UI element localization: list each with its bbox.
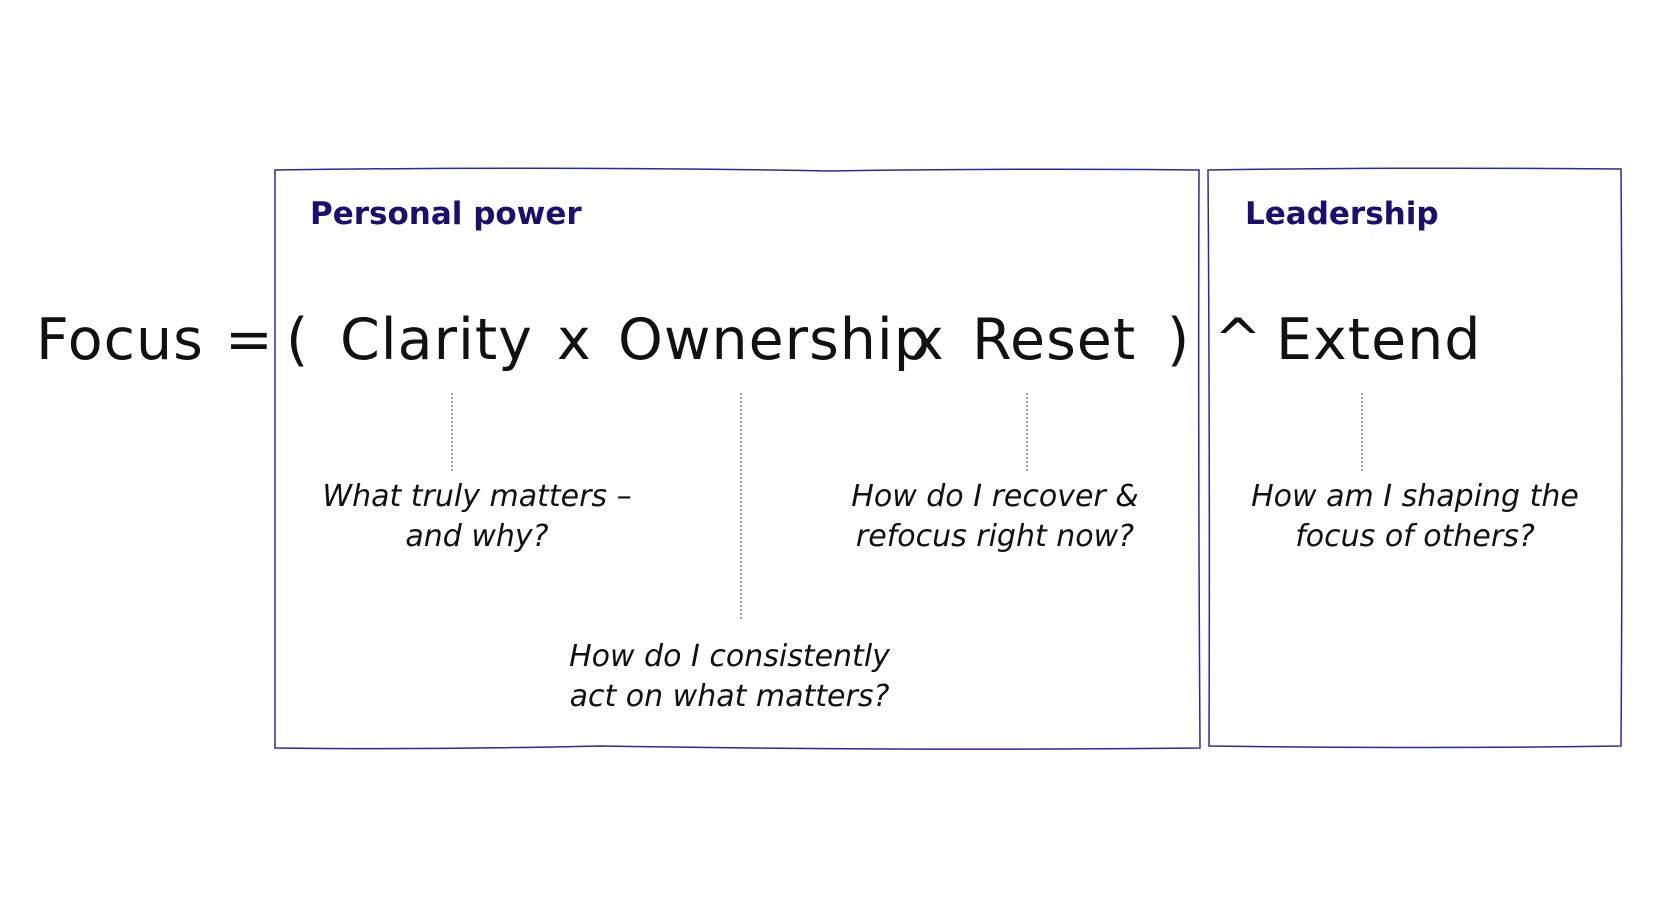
extend-question-line1: How am I shaping the — [1251, 479, 1579, 514]
reset-question-line1: How do I recover & — [851, 479, 1139, 514]
clarity-question-line1: What truly matters – — [322, 479, 632, 514]
extend-question-line2: focus of others? — [1295, 519, 1535, 554]
eq-times-1: x — [557, 307, 592, 373]
leadership-title: Leadership — [1245, 196, 1439, 232]
eq-close-paren: ) — [1167, 307, 1191, 373]
eq-times-2: x — [910, 307, 945, 373]
eq-clarity: Clarity — [340, 307, 533, 373]
ownership-question-line2: act on what matters? — [569, 679, 890, 714]
eq-extend: Extend — [1276, 307, 1482, 373]
clarity-question-line2: and why? — [405, 519, 549, 554]
reset-question: How do I recover & refocus right now? — [820, 477, 1170, 557]
ownership-question: How do I consistently act on what matter… — [532, 637, 927, 717]
eq-reset: Reset — [972, 307, 1137, 373]
eq-open-paren: ( — [286, 307, 310, 373]
personal-power-title: Personal power — [310, 196, 582, 232]
clarity-question: What truly matters – and why? — [288, 477, 666, 557]
reset-question-line2: refocus right now? — [855, 519, 1135, 554]
eq-focus: Focus — [36, 307, 204, 373]
eq-equals: = — [225, 307, 274, 373]
eq-ownership: Ownership — [618, 307, 931, 373]
personal-power-frame — [274, 167, 1201, 750]
extend-question: How am I shaping the focus of others? — [1218, 477, 1612, 557]
ownership-question-line1: How do I consistently — [569, 639, 890, 674]
eq-power: ^ — [1214, 307, 1263, 373]
leadership-frame — [1207, 167, 1623, 749]
